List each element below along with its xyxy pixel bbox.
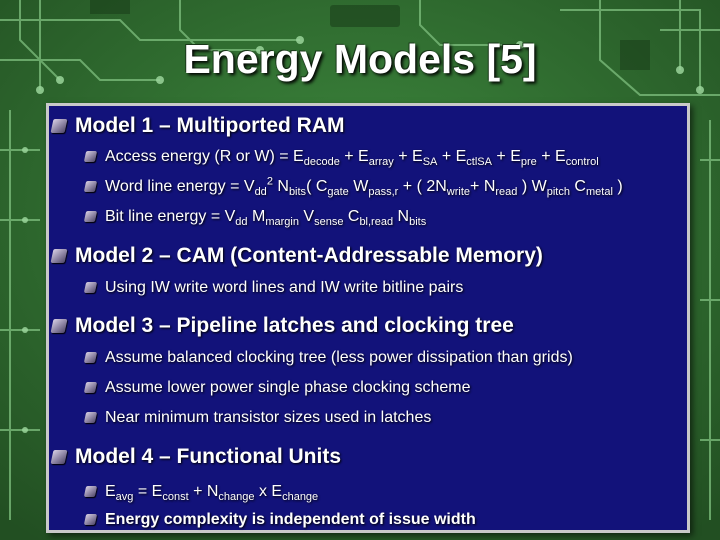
subscript: array (368, 156, 394, 169)
subscript: metal (585, 186, 613, 199)
subscript: decode (303, 156, 340, 169)
min-transistor-item: Near minimum transistor sizes used in la… (83, 409, 432, 427)
formula-text: ) (612, 178, 623, 195)
bullet-text: Near minimum transistor sizes used in la… (105, 409, 432, 426)
bullet-icon (50, 119, 68, 134)
subscript: pre (520, 156, 537, 169)
bullet-text: Word line energy = Vdd2 Nbits( Cgate Wpa… (105, 175, 623, 199)
formula-text: + N (188, 483, 219, 500)
access-energy-item: Access energy (R or W) = Edecode + Earra… (83, 148, 599, 169)
formula-text: V (298, 208, 315, 225)
bullet-text: Model 2 – CAM (Content-Addressable Memor… (75, 244, 543, 267)
bullet-icon (83, 352, 98, 364)
subscript: bits (288, 186, 307, 199)
model-4-heading: Model 4 – Functional Units (50, 445, 342, 469)
formula-text: + ( 2N (398, 178, 447, 195)
bullet-icon (83, 181, 98, 193)
formula-text: C (569, 178, 586, 195)
bullet-text: Model 4 – Functional Units (75, 445, 342, 468)
bullet-icon (83, 486, 98, 498)
bit-line-energy-item: Bit line energy = Vdd Mmargin Vsense Cbl… (83, 208, 427, 229)
bullet-icon (83, 382, 98, 394)
subscript: gate (327, 186, 349, 199)
avg-energy-item: Eavg = Econst + Nchange x Echange (83, 483, 319, 504)
bullet-icon (50, 319, 68, 334)
formula-text: + E (491, 148, 521, 165)
model-2-heading: Model 2 – CAM (Content-Addressable Memor… (50, 244, 543, 268)
subscript: control (565, 156, 599, 169)
word-line-energy-item: Word line energy = Vdd2 Nbits( Cgate Wpa… (83, 175, 623, 199)
bullet-icon (83, 282, 98, 294)
subscript: avg (115, 491, 134, 504)
formula-text: ( C (306, 178, 328, 195)
bullet-icon (83, 514, 98, 526)
subscript: write (446, 186, 471, 199)
subscript: read (495, 186, 518, 199)
bullet-icon (50, 249, 68, 264)
single-phase-clock-item: Assume lower power single phase clocking… (83, 379, 471, 397)
formula-text: ) W (517, 178, 547, 195)
balanced-clock-tree-item: Assume balanced clocking tree (less powe… (83, 349, 573, 367)
formula-text: + E (339, 148, 369, 165)
formula-text: + E (437, 148, 467, 165)
formula-text: Word line energy = V (105, 178, 255, 195)
subscript: sense (314, 216, 344, 229)
formula-text: Access energy (R or W) = E (105, 148, 304, 165)
formula-text: W (348, 178, 369, 195)
formula-text: C (343, 208, 360, 225)
content-panel (46, 103, 690, 533)
bullet-text: Assume balanced clocking tree (less powe… (105, 349, 573, 366)
formula-text: M (247, 208, 266, 225)
superscript: 2 (266, 175, 273, 188)
bullet-icon (83, 151, 98, 163)
bullet-icon (83, 211, 98, 223)
subscript: bits (409, 216, 427, 229)
bullet-text: Bit line energy = Vdd Mmargin Vsense Cbl… (105, 208, 427, 229)
subscript: dd (235, 216, 248, 229)
formula-text: = E (133, 483, 163, 500)
subscript: change (282, 491, 319, 504)
bullet-text: Energy complexity is independent of issu… (105, 511, 476, 528)
formula-text: Bit line energy = V (105, 208, 236, 225)
subscript: bl,read (359, 216, 394, 229)
model-1-heading: Model 1 – Multiported RAM (50, 114, 345, 138)
bullet-text: Assume lower power single phase clocking… (105, 379, 471, 396)
bullet-text: Model 3 – Pipeline latches and clocking … (75, 314, 514, 337)
formula-text: E (105, 483, 116, 500)
bullet-text: Using IW write word lines and IW write b… (105, 279, 464, 296)
subscript: const (162, 491, 189, 504)
slide-title: Energy Models [5] (183, 36, 537, 82)
energy-complexity-item: Energy complexity is independent of issu… (83, 511, 476, 529)
formula-text: x E (254, 483, 283, 500)
formula-text: + E (536, 148, 566, 165)
bullet-text: Access energy (R or W) = Edecode + Earra… (105, 148, 599, 169)
subscript: SA (422, 156, 438, 169)
bullet-icon (50, 450, 68, 465)
bullet-icon (83, 412, 98, 424)
cam-write-lines-item: Using IW write word lines and IW write b… (83, 279, 464, 297)
formula-text: + E (393, 148, 423, 165)
subscript: dd (254, 186, 267, 199)
formula-text: N (393, 208, 410, 225)
subscript: pitch (546, 186, 570, 199)
subscript: pass,r (368, 186, 399, 199)
subscript: margin (265, 216, 299, 229)
formula-text: + N (470, 178, 496, 195)
subscript: ctlSA (466, 156, 492, 169)
formula-text: N (272, 178, 289, 195)
bullet-text: Model 1 – Multiported RAM (75, 114, 345, 137)
bullet-text: Eavg = Econst + Nchange x Echange (105, 483, 319, 504)
model-3-heading: Model 3 – Pipeline latches and clocking … (50, 314, 514, 338)
subscript: change (218, 491, 255, 504)
